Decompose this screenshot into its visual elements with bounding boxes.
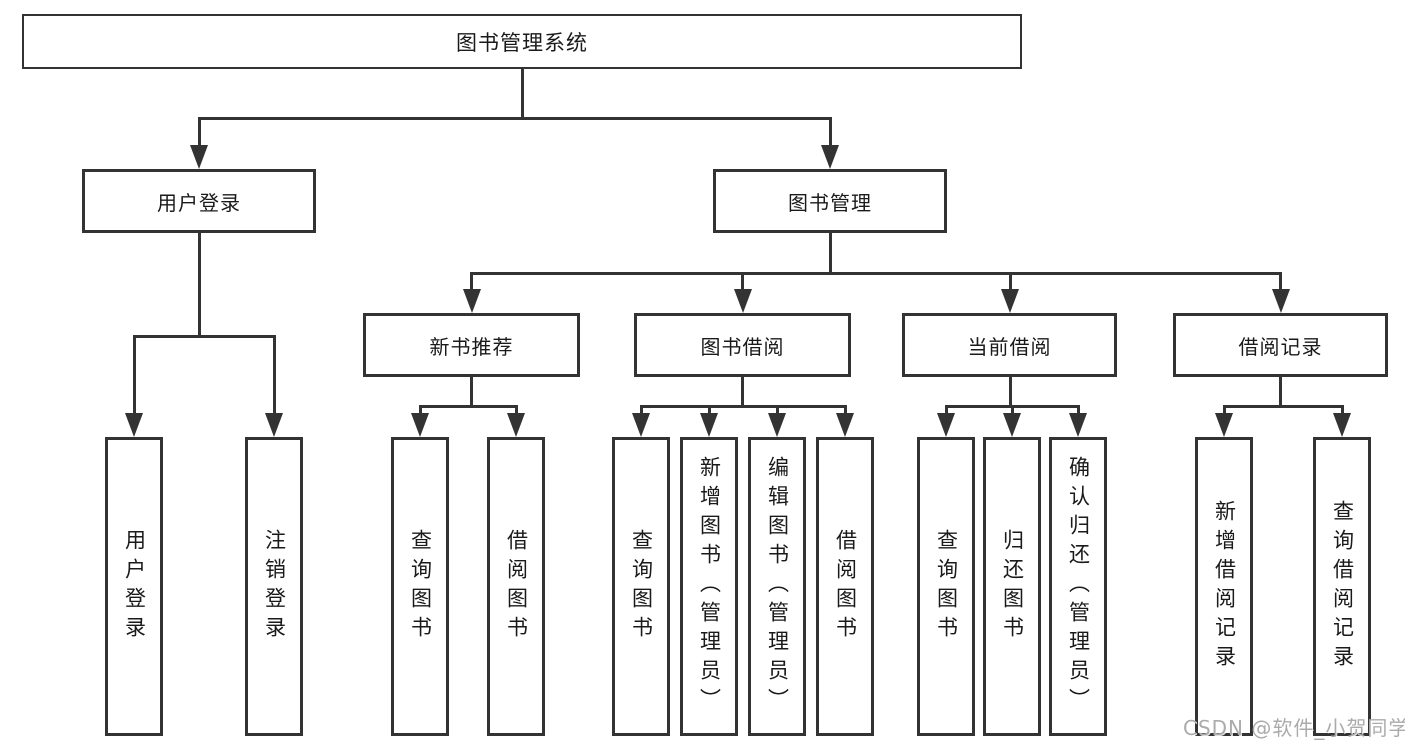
connector-to-borrow-record-shaft <box>1279 271 1282 292</box>
arrowhead-to-nb-borrow <box>507 413 525 437</box>
node-leaf-login-label: 用户登录 <box>122 528 147 645</box>
node-new-book-recommend-label: 新书推荐 <box>429 334 514 359</box>
arrowhead-to-book-management <box>821 145 839 169</box>
connector-current-borrow-stem <box>1008 377 1012 407</box>
arrowhead-to-cb-query <box>937 413 955 437</box>
node-leaf-logout: 注销登录 <box>245 437 303 736</box>
node-leaf-login: 用户登录 <box>105 437 163 736</box>
node-leaf-cb-confirm: 确认归还（管理员） <box>1049 437 1107 736</box>
node-borrow-record: 借阅记录 <box>1173 313 1388 377</box>
node-current-borrow-label: 当前借阅 <box>967 334 1052 359</box>
connector-root-stem <box>520 69 524 119</box>
connector-to-new-book-shaft <box>470 271 473 292</box>
node-leaf-br-query: 查询借阅记录 <box>1313 437 1371 736</box>
node-user-login-label: 用户登录 <box>157 190 241 215</box>
node-leaf-bb-query: 查询图书 <box>612 437 670 736</box>
connector-to-bb-borrow-shaft <box>843 404 847 416</box>
arrowhead-to-bb-add <box>700 413 718 437</box>
connector-to-book-borrow-shaft <box>741 271 744 292</box>
connector-to-user-login-shaft <box>197 116 201 148</box>
connector-to-bb-edit-shaft <box>775 404 779 416</box>
node-root-label: 图书管理系统 <box>456 30 588 55</box>
connector-to-cb-return-shaft <box>1010 404 1014 416</box>
connector-to-book-management-shaft <box>828 116 832 148</box>
connector-to-br-query-shaft <box>1340 404 1344 416</box>
arrowhead-to-bb-query <box>632 413 650 437</box>
node-leaf-cb-query: 查询图书 <box>917 437 975 736</box>
arrowhead-to-cb-return <box>1003 413 1021 437</box>
node-leaf-bb-borrow: 借阅图书 <box>816 437 874 736</box>
arrowhead-to-bb-edit <box>768 413 786 437</box>
csdn-watermark: CSDN @软件_小贺同学 <box>1183 716 1405 740</box>
connector-book-management-stem <box>828 233 832 274</box>
connector-to-bb-add-shaft <box>707 404 711 416</box>
node-leaf-cb-query-label: 查询图书 <box>934 528 959 645</box>
arrowhead-to-book-borrow <box>733 289 752 313</box>
arrowhead-to-nb-query <box>411 413 429 437</box>
connector-new-book-stem <box>470 377 473 407</box>
node-book-borrow: 图书借阅 <box>634 313 851 377</box>
connector-to-nb-borrow-shaft <box>514 404 518 416</box>
node-leaf-nb-query-label: 查询图书 <box>408 528 433 645</box>
connector-book-borrow-branch <box>639 404 847 408</box>
connector-borrow-record-stem <box>1279 377 1282 407</box>
node-leaf-br-query-label: 查询借阅记录 <box>1330 499 1355 674</box>
arrowhead-to-bb-borrow <box>836 413 854 437</box>
connector-to-current-borrow-shaft <box>1008 271 1012 292</box>
connector-user-login-stem <box>197 233 201 337</box>
connector-to-bb-query-shaft <box>639 404 643 416</box>
node-user-login: 用户登录 <box>82 169 316 233</box>
connector-to-login-shaft <box>132 334 136 416</box>
connector-to-cb-confirm-shaft <box>1076 404 1080 416</box>
node-new-book-recommend: 新书推荐 <box>363 313 580 377</box>
connector-to-br-add-shaft <box>1222 404 1226 416</box>
node-leaf-br-add-label: 新增借阅记录 <box>1212 499 1237 674</box>
arrowhead-to-login <box>125 413 143 437</box>
connector-book-borrow-stem <box>741 377 744 407</box>
node-leaf-bb-edit-label: 编辑图书（管理员） <box>765 456 790 717</box>
node-book-management: 图书管理 <box>713 169 947 233</box>
connector-book-management-branch <box>470 271 1282 275</box>
node-leaf-cb-return: 归还图书 <box>983 437 1041 736</box>
node-leaf-bb-query-label: 查询图书 <box>629 528 654 645</box>
node-leaf-logout-label: 注销登录 <box>262 528 287 645</box>
arrowhead-to-br-query <box>1333 413 1351 437</box>
node-leaf-cb-confirm-label: 确认归还（管理员） <box>1066 456 1091 717</box>
node-leaf-nb-borrow: 借阅图书 <box>487 437 545 736</box>
node-borrow-record-label: 借阅记录 <box>1238 334 1323 359</box>
node-leaf-bb-edit: 编辑图书（管理员） <box>748 437 806 736</box>
node-leaf-nb-borrow-label: 借阅图书 <box>504 528 529 645</box>
node-root: 图书管理系统 <box>22 14 1022 69</box>
connector-to-cb-query-shaft <box>944 404 948 416</box>
node-leaf-cb-return-label: 归还图书 <box>1000 528 1025 645</box>
arrowhead-to-borrow-record <box>1271 289 1290 313</box>
node-current-borrow: 当前借阅 <box>902 313 1117 377</box>
node-leaf-br-add: 新增借阅记录 <box>1195 437 1253 736</box>
connector-borrow-record-branch <box>1222 404 1344 408</box>
connector-new-book-branch <box>418 404 518 408</box>
node-leaf-bb-borrow-label: 借阅图书 <box>833 528 858 645</box>
arrowhead-to-user-login <box>190 145 208 169</box>
node-leaf-nb-query: 查询图书 <box>391 437 449 736</box>
connector-user-login-branch <box>132 334 276 338</box>
arrowhead-to-new-book <box>462 289 481 313</box>
node-leaf-bb-add: 新增图书（管理员） <box>680 437 738 736</box>
arrowhead-to-br-add <box>1215 413 1233 437</box>
node-leaf-bb-add-label: 新增图书（管理员） <box>697 456 722 717</box>
connector-root-branch <box>197 116 832 120</box>
arrowhead-to-logout <box>265 413 283 437</box>
arrowhead-to-cb-confirm <box>1069 413 1087 437</box>
node-book-management-label: 图书管理 <box>788 190 872 215</box>
arrowhead-to-current-borrow <box>1001 289 1019 313</box>
connector-to-logout-shaft <box>272 334 276 416</box>
connector-to-nb-query-shaft <box>418 404 422 416</box>
node-book-borrow-label: 图书借阅 <box>700 334 785 359</box>
